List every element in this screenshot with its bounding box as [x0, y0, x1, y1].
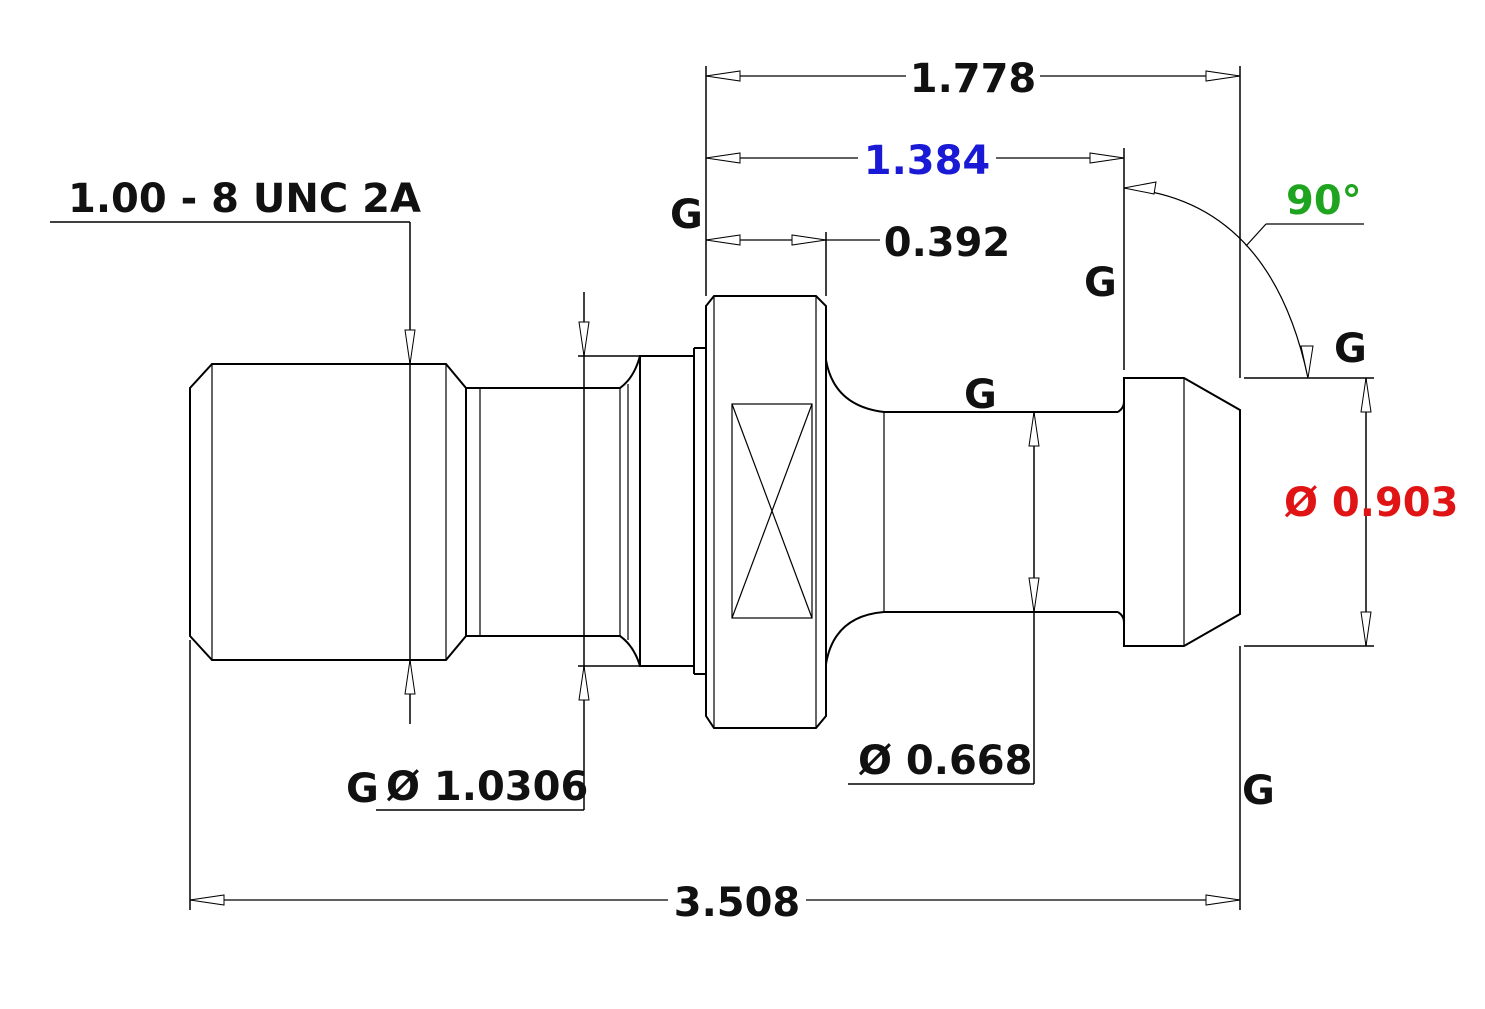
dim-short-top: 0.392: [884, 220, 1011, 266]
dim-shank-dia: Ø 1.0306: [386, 764, 588, 810]
grind-mark-end: G: [1242, 768, 1275, 814]
dim-head-dia: Ø 0.903: [1284, 480, 1458, 526]
dim-neck-dia: Ø 0.668: [858, 738, 1032, 784]
dim-mid-top: 1.384: [864, 138, 991, 184]
grind-mark-flange: G: [670, 192, 703, 238]
grind-mark-head-face: G: [1084, 260, 1117, 306]
grind-mark-neck: G: [964, 372, 997, 418]
dim-overall-bottom: 3.508: [674, 880, 801, 926]
arrowheads: [189, 70, 1372, 906]
dim-overall-top: 1.778: [910, 56, 1037, 102]
dimension-lines: [190, 75, 1364, 901]
extension-lines: [50, 66, 1374, 910]
part-outline: [189, 295, 1241, 729]
grind-mark-head-dia: G: [1334, 326, 1367, 372]
dim-thread: 1.00 - 8 UNC 2A: [68, 176, 421, 222]
dim-angle: 90°: [1286, 178, 1362, 224]
grind-mark-shank: G: [346, 766, 379, 812]
